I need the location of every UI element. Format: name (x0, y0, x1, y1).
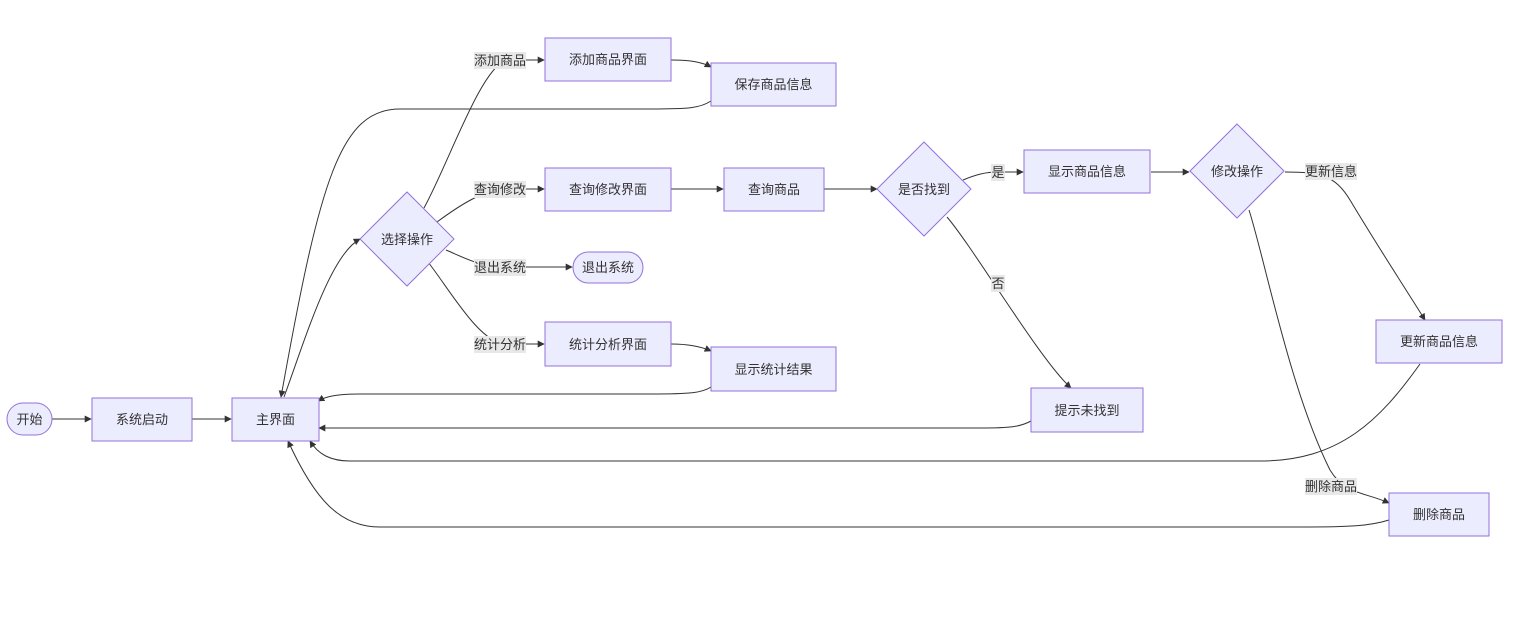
svg-text:显示商品信息: 显示商品信息 (1048, 164, 1126, 180)
node-save-info[interactable]: 保存商品信息 (710, 62, 837, 107)
svg-text:修改操作: 修改操作 (1211, 164, 1263, 180)
svg-text:更新信息: 更新信息 (1305, 164, 1357, 180)
edge-label-delete: 删除商品 (1305, 478, 1357, 495)
node-modify[interactable]: 修改操作 (1189, 123, 1285, 219)
svg-text:是: 是 (991, 166, 1004, 181)
edge-modify-update (1284, 171, 1426, 321)
svg-text:删除商品: 删除商品 (1305, 480, 1357, 495)
edge-label-no: 否 (991, 275, 1005, 292)
edge-save-main (278, 100, 712, 398)
edges (52, 56, 1426, 528)
svg-text:退出系统: 退出系统 (474, 261, 526, 276)
svg-text:选择操作: 选择操作 (381, 232, 433, 248)
node-stat-result[interactable]: 显示统计结果 (710, 346, 837, 392)
edge-labels: 添加商品 查询修改 退出系统 统计分析 是 否 更新信息 删除商品 (474, 52, 1357, 495)
node-query-item[interactable]: 查询商品 (723, 167, 825, 212)
svg-text:显示统计结果: 显示统计结果 (734, 363, 812, 378)
node-choose[interactable]: 选择操作 (359, 191, 455, 287)
edge-addui-save (670, 59, 712, 68)
svg-text:删除商品: 删除商品 (1413, 508, 1465, 523)
edge-label-stat: 统计分析 (474, 336, 526, 353)
svg-text:否: 否 (991, 277, 1004, 292)
svg-text:系统启动: 系统启动 (116, 413, 168, 428)
edge-label-add: 添加商品 (474, 52, 526, 69)
svg-text:统计分析界面: 统计分析界面 (569, 338, 647, 353)
svg-text:更新商品信息: 更新商品信息 (1400, 334, 1478, 350)
node-main[interactable]: 主界面 (231, 397, 320, 442)
node-found[interactable]: 是否找到 (876, 141, 972, 237)
edge-label-yes: 是 (991, 164, 1005, 181)
node-not-found[interactable]: 提示未找到 (1030, 387, 1144, 433)
svg-text:查询修改界面: 查询修改界面 (569, 183, 647, 198)
svg-text:查询修改: 查询修改 (474, 183, 526, 198)
node-stat-ui[interactable]: 统计分析界面 (544, 321, 672, 367)
svg-text:开始: 开始 (16, 413, 42, 428)
node-query-ui[interactable]: 查询修改界面 (544, 167, 672, 212)
node-start[interactable]: 开始 (6, 402, 53, 436)
edge-label-exit: 退出系统 (474, 259, 526, 276)
edge-statui-statresult (670, 343, 712, 352)
svg-text:添加商品: 添加商品 (474, 54, 526, 69)
svg-text:查询商品: 查询商品 (748, 183, 800, 198)
svg-text:退出系统: 退出系统 (582, 261, 634, 276)
edge-found-notfound (946, 216, 1072, 389)
edge-label-update: 更新信息 (1305, 163, 1357, 180)
node-boot[interactable]: 系统启动 (91, 397, 193, 442)
edge-label-query: 查询修改 (474, 181, 526, 198)
edge-delete-main (287, 440, 1390, 528)
edge-modify-delete (1248, 209, 1390, 504)
svg-text:提示未找到: 提示未找到 (1054, 403, 1119, 419)
svg-text:统计分析: 统计分析 (474, 338, 526, 353)
edge-statresult-main (317, 386, 712, 402)
svg-text:保存商品信息: 保存商品信息 (734, 77, 812, 93)
svg-text:主界面: 主界面 (256, 413, 295, 428)
node-exit[interactable]: 退出系统 (572, 251, 644, 284)
edge-notfound-main (318, 420, 1032, 432)
svg-text:是否找到: 是否找到 (898, 183, 950, 198)
nodes: 开始 系统启动 主界面 选择操作 添加商品界面 保存商品信息 查询修改界面 (6, 37, 1503, 537)
node-show-info[interactable]: 显示商品信息 (1023, 149, 1151, 194)
node-delete-item[interactable]: 删除商品 (1388, 492, 1490, 537)
edge-update-main (309, 363, 1421, 462)
node-update-info[interactable]: 更新商品信息 (1375, 319, 1503, 364)
node-add-ui[interactable]: 添加商品界面 (544, 37, 672, 82)
svg-text:添加商品界面: 添加商品界面 (569, 53, 647, 68)
edge-main-choose (283, 238, 361, 398)
